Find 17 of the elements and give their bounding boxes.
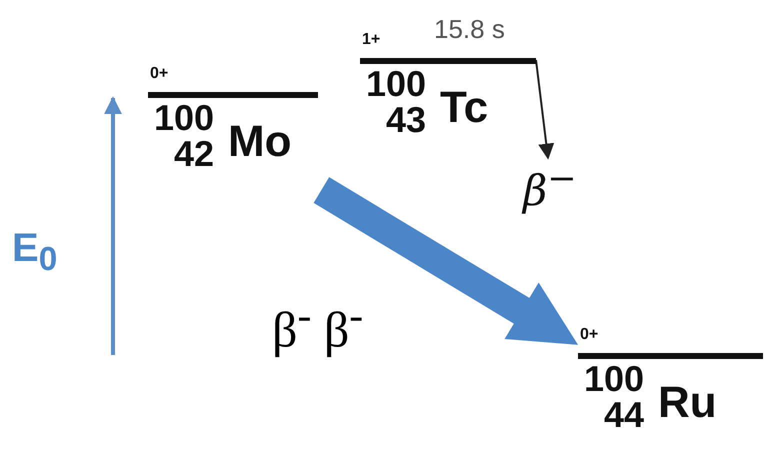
atomic-number: 42 bbox=[174, 136, 214, 172]
decay-arrow bbox=[314, 177, 578, 345]
spin-parity-label: 1+ bbox=[362, 32, 380, 48]
mass-number: 100 bbox=[154, 100, 214, 136]
element-symbol: Ru bbox=[658, 381, 717, 425]
atomic-number: 44 bbox=[604, 397, 644, 433]
atomic-number: 43 bbox=[386, 102, 426, 138]
spin-parity-label: 0+ bbox=[580, 327, 598, 343]
mass-number: 100 bbox=[584, 361, 644, 397]
element-symbol: Mo bbox=[228, 120, 292, 164]
decay-mode-label: β$^{−}$ bbox=[523, 162, 577, 212]
mass-number: 100 bbox=[366, 66, 426, 102]
energy-label: E$_{0}$ bbox=[12, 228, 58, 276]
element-symbol: Tc bbox=[440, 86, 488, 130]
arrow bbox=[535, 60, 554, 160]
half-life-label: 15.8 s bbox=[434, 16, 505, 42]
spin-parity-label: 0+ bbox=[150, 66, 168, 82]
